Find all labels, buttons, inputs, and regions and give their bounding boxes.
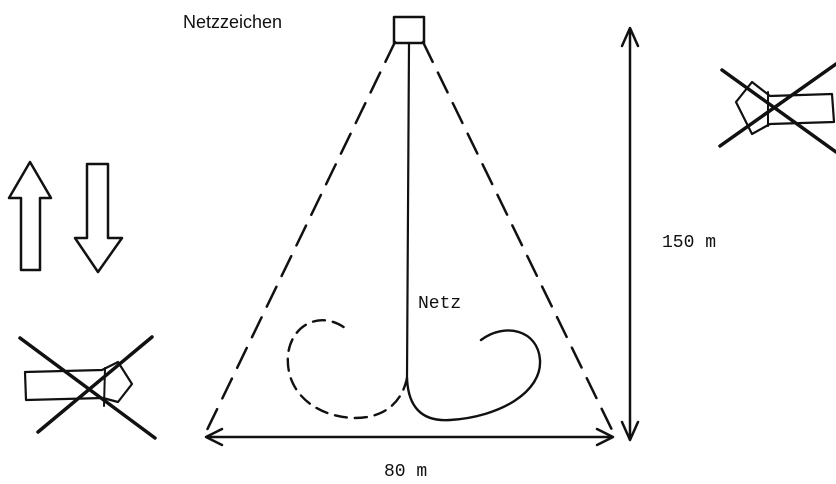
crossed-boat-left-icon <box>18 335 157 440</box>
marker-label: Netzzeichen <box>183 12 282 32</box>
net-curl-right <box>405 329 542 422</box>
width-label: 80 m <box>384 462 427 482</box>
crossed-boat-right-icon <box>718 62 836 154</box>
length-arrow <box>620 26 640 442</box>
net-label: Netz <box>418 294 461 314</box>
length-label: 150 m <box>662 233 716 253</box>
triangle-right-side <box>421 40 614 432</box>
triangle-left-side <box>205 40 397 432</box>
up-down-arrows-icon <box>7 160 124 274</box>
width-arrow <box>204 427 615 447</box>
net-line <box>405 41 411 380</box>
net-curl-left <box>286 319 409 420</box>
marker-buoy-icon <box>392 15 426 45</box>
